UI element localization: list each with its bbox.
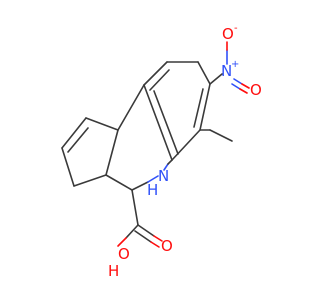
bond <box>143 61 168 86</box>
nitro-o-right-label: O <box>250 81 262 99</box>
aromatic-ring <box>143 61 211 161</box>
bond <box>61 117 87 149</box>
bond <box>117 84 145 131</box>
bond <box>131 181 149 191</box>
bond <box>163 163 169 171</box>
double-bond-inner <box>67 127 89 153</box>
bond <box>131 189 139 226</box>
hydroxyl-bond <box>117 237 127 247</box>
carbonyl-bond <box>137 224 155 237</box>
n-o-double-bond <box>239 88 248 94</box>
nitro-n-label: N <box>221 62 232 80</box>
nitro-o-top-label: O <box>222 25 234 43</box>
double-bond-inner <box>149 69 170 91</box>
hydroxyl-o-label: O <box>118 245 130 263</box>
nitro-plus-label: + <box>231 59 239 70</box>
bond <box>171 129 201 161</box>
carbonyl-bond <box>150 241 160 248</box>
carbonyl-bond <box>134 230 152 243</box>
carbonyl-o-label: O <box>161 237 173 255</box>
bond <box>167 159 173 165</box>
bond <box>105 129 119 176</box>
hydroxyl-h-label: H <box>108 262 119 280</box>
ring-nitro-bond <box>209 73 223 85</box>
bond <box>199 83 211 131</box>
double-bond-inner <box>193 88 204 128</box>
carbonyl-bond <box>153 235 163 242</box>
bond <box>143 84 173 161</box>
bond <box>147 175 159 183</box>
n-o-double-bond <box>231 83 241 90</box>
bond <box>73 174 107 187</box>
amine-n-label: N <box>158 167 169 185</box>
bond <box>105 174 133 191</box>
bond <box>85 117 119 131</box>
amine-h-label: H <box>147 181 158 199</box>
bond <box>61 147 75 187</box>
double-bond-inner <box>153 90 179 155</box>
nitro-o-minus-label: - <box>234 23 238 34</box>
molecule-structure: N + O - O N H O O H <box>61 23 262 280</box>
bond <box>197 61 211 85</box>
methyl-bond <box>209 129 233 142</box>
n-o-double-bond <box>233 78 243 85</box>
hydroxyl-bond <box>125 224 139 239</box>
n-o-double-bond <box>241 83 250 89</box>
